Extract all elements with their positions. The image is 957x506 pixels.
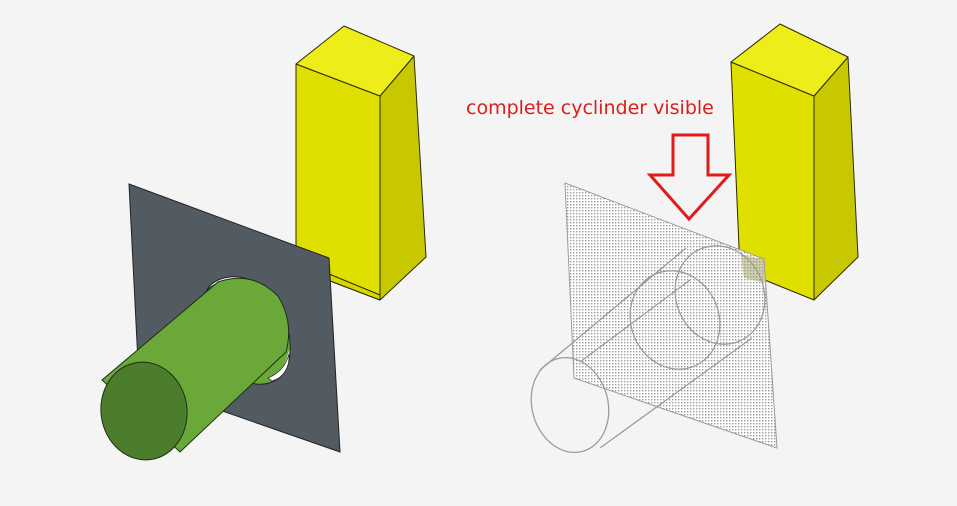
plate-hole-light-2 <box>267 353 290 382</box>
cylinder-edge-top <box>539 247 687 371</box>
mesh-plate <box>564 182 778 449</box>
box-top-face <box>295 25 415 97</box>
right-view <box>530 23 859 454</box>
annotation-label: complete cyclinder visible <box>466 97 714 119</box>
yellow-box-right <box>730 23 859 301</box>
cylinder-ring-rear <box>674 245 766 345</box>
down-arrow-icon <box>646 133 733 222</box>
cylinder-ring-front <box>530 356 610 454</box>
box-side-face <box>813 56 859 301</box>
cylinder-edge-bottom <box>599 337 753 449</box>
cylinder-edge-inner <box>579 279 691 363</box>
box-side-face <box>379 55 427 301</box>
green-cylinder <box>100 277 290 461</box>
cylinder-front-cap <box>100 361 188 461</box>
box-top-face <box>730 23 849 97</box>
left-view <box>100 25 427 461</box>
yellow-box-left <box>295 25 427 301</box>
wireframe-cylinder <box>530 245 766 454</box>
mesh-box-overlap <box>741 255 765 283</box>
